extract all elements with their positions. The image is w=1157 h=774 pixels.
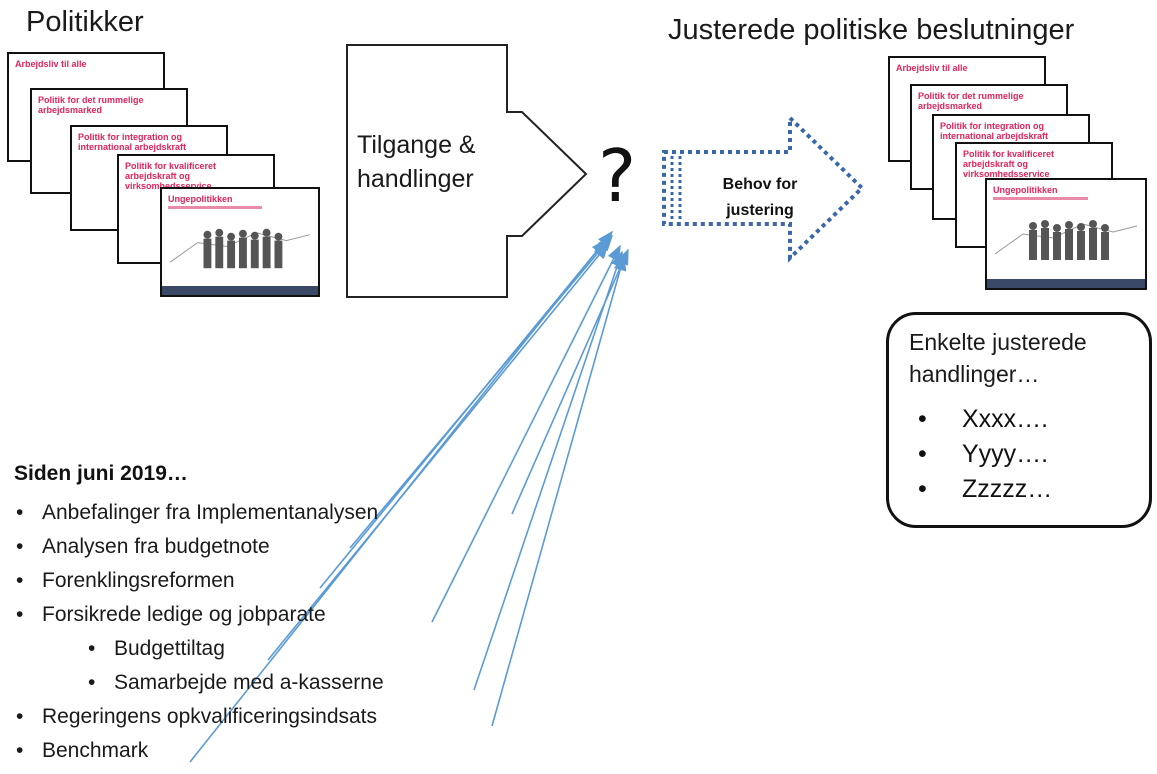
behov-dotted-arrow [662, 113, 865, 263]
policy-doc-title: Ungepolitikken [168, 194, 233, 204]
list-item: • Zzzzz… [918, 472, 1052, 507]
policy-doc-front: Ungepolitikken [160, 187, 320, 297]
policy-doc-title: Politik for integration og international… [78, 132, 187, 152]
list-item-label: Regeringens opkvalificeringsindsats [42, 705, 378, 728]
behov-line2: justering [726, 202, 794, 219]
policy-doc-title: Politik for det rummelige arbejdsmarked [38, 95, 144, 115]
adjusted-doc-title: Ungepolitikken [993, 185, 1058, 195]
bullet: • [88, 671, 96, 694]
policy-doc-title: Politik for kvalificeret arbejdskraft og… [125, 161, 217, 191]
list-item: • Forenklingsreformen [14, 564, 384, 598]
list-item: • Analysen fra budgetnote [14, 530, 384, 564]
list-item-label: Anbefalinger fra Implementanalysen [42, 501, 379, 524]
bullet: • [16, 501, 24, 524]
adjusted-doc-front: Ungepolitikken [985, 178, 1147, 290]
list-item-label: Budgettiltag [114, 637, 225, 660]
behov-label: Behov for justering [700, 172, 820, 224]
bullet: • [16, 569, 24, 592]
behov-line1: Behov for [722, 176, 798, 193]
people-sketch-illustration [994, 220, 1138, 260]
list-item: • Forsikrede ledige og jobparate [14, 598, 384, 632]
list-item-label: Benchmark [42, 739, 149, 762]
since-list: • Anbefalinger fra Implementanalysen • Ana… [14, 496, 384, 768]
list-item-label: Forenklingsreformen [42, 569, 235, 592]
sub-list-item: • Samarbejde med a-kasserne [14, 666, 384, 700]
adjusted-doc-title: Politik for det rummelige arbejdsmarked [918, 91, 1024, 111]
bullet: • [16, 603, 24, 626]
tilgange-line1: Tilgange & [357, 131, 476, 159]
list-item: • Regeringens opkvalificeringsindsats [14, 700, 384, 734]
list-item: • Benchmark [14, 734, 384, 768]
list-item: • Yyyy…. [918, 437, 1052, 472]
list-item-label: Analysen fra budgetnote [42, 535, 270, 558]
list-item-label: Xxxx…. [962, 405, 1049, 433]
bullet: • [918, 405, 927, 433]
doc-subtitle-line [993, 197, 1088, 200]
list-item: • Anbefalinger fra Implementanalysen [14, 496, 384, 530]
tilgange-arrow-shape [346, 44, 588, 298]
people-sketch-illustration [169, 228, 311, 269]
adjusted-actions-list: • Xxxx…. • Yyyy…. • Zzzzz… [918, 402, 1052, 507]
justerede-heading: Justerede politiske beslutninger [668, 14, 1075, 46]
question-mark: ? [598, 134, 637, 218]
list-item-label: Yyyy…. [962, 440, 1049, 468]
adjusted-actions-box [886, 312, 1152, 528]
list-item-label: Samarbejde med a-kasserne [114, 671, 384, 694]
sub-list-item: • Budgettiltag [14, 632, 384, 666]
bullet: • [16, 739, 24, 762]
policy-doc-title: Arbejdsliv til alle [15, 59, 87, 69]
bullet: • [16, 705, 24, 728]
adjusted-doc-title: Arbejdsliv til alle [896, 63, 968, 73]
doc-subtitle-line [168, 206, 262, 209]
bullet: • [16, 535, 24, 558]
bullet: • [918, 475, 927, 503]
doc-footer-bar [162, 286, 318, 295]
tilgange-label: Tilgange & handlinger [357, 128, 476, 196]
adjusted-doc-title: Politik for kvalificeret arbejdskraft og… [963, 149, 1055, 179]
list-item: • Xxxx…. [918, 402, 1052, 437]
adjusted-title-line2: handlinger… [909, 361, 1040, 387]
doc-footer-bar [987, 279, 1145, 288]
politikker-heading: Politikker [26, 6, 144, 38]
adjusted-actions-title: Enkelte justerede handlinger… [909, 326, 1144, 390]
list-item-label: Zzzzz… [962, 475, 1053, 503]
tilgange-line2: handlinger [357, 165, 474, 193]
adjusted-title-line1: Enkelte justerede [909, 329, 1087, 355]
since-title: Siden juni 2019… [14, 462, 188, 485]
bullet: • [88, 637, 96, 660]
list-item-label: Forsikrede ledige og jobparate [42, 603, 326, 626]
adjusted-doc-title: Politik for integration og international… [940, 121, 1049, 141]
bullet: • [918, 440, 927, 468]
